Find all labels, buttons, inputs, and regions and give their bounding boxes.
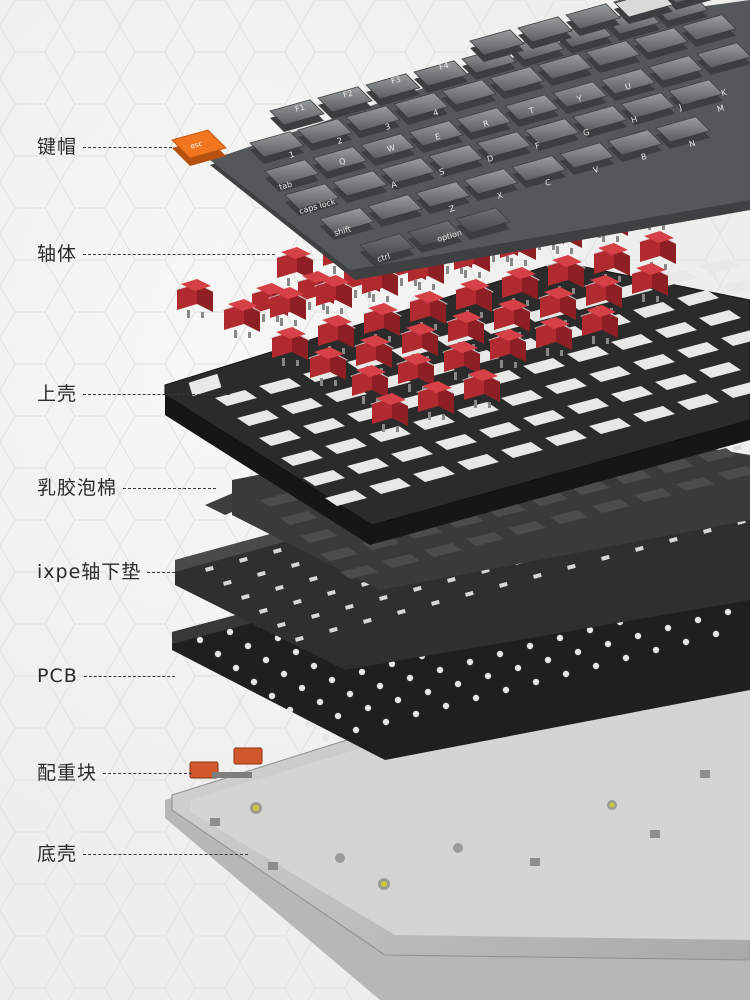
t-legend: T: [527, 106, 535, 116]
f4-legend: F4: [438, 61, 450, 72]
x-legend: X: [496, 191, 504, 201]
c-legend: C: [544, 178, 552, 188]
leader-line-ixpe-pad: [147, 572, 175, 573]
z-legend: Z: [448, 204, 456, 214]
w-legend: W: [386, 143, 396, 154]
tab-legend: tab: [278, 180, 293, 192]
leader-line-top-case: [83, 394, 230, 395]
h-legend: H: [630, 115, 638, 125]
d-legend: D: [486, 154, 494, 164]
n-legend: N: [688, 139, 696, 149]
label-top-case: 上壳: [37, 383, 78, 405]
label-switches: 轴体: [37, 243, 78, 265]
leader-line-weights: [103, 773, 192, 774]
four-legend: 4: [432, 108, 439, 118]
label-weights: 配重块: [37, 762, 98, 784]
keycap-layer: [210, 0, 750, 280]
leader-line-bottom-case: [83, 854, 248, 855]
esc-keycap: esc: [171, 129, 227, 166]
leader-line-keycaps: [83, 147, 172, 148]
f-legend: F: [534, 141, 541, 151]
f1-legend: F1: [294, 103, 306, 114]
f2-legend: F2: [342, 89, 354, 100]
leader-line-switches: [83, 254, 275, 255]
label-ixpe-pad: ixpe轴下垫: [37, 561, 142, 583]
label-foam: 乳胶泡棉: [37, 477, 118, 499]
m-legend: M: [716, 103, 725, 114]
q-legend: Q: [338, 157, 347, 167]
label-keycaps: 键帽: [37, 136, 78, 158]
f3-legend: F3: [390, 75, 402, 86]
leader-line-foam: [123, 488, 216, 489]
j-legend: J: [677, 103, 683, 113]
counterweight-blocks: [189, 747, 263, 779]
three-legend: 3: [384, 122, 391, 132]
r-legend: R: [482, 119, 490, 129]
y-legend: Y: [575, 94, 583, 104]
s-legend: S: [438, 167, 445, 177]
g-legend: G: [582, 128, 590, 138]
leader-line-pcb: [83, 676, 175, 677]
u-legend: U: [624, 82, 632, 92]
label-bottom-case: 底壳: [37, 843, 78, 865]
esc-legend: esc: [190, 140, 204, 151]
ctrl-legend: ctrl: [376, 252, 391, 264]
v-legend: V: [592, 165, 600, 175]
a-legend: A: [390, 180, 398, 190]
two-legend: 2: [336, 136, 343, 146]
b-legend: B: [640, 152, 648, 162]
k-legend: K: [720, 88, 728, 98]
e-legend: E: [434, 132, 441, 142]
one-legend: 1: [288, 150, 295, 160]
label-pcb: PCB: [37, 665, 78, 687]
